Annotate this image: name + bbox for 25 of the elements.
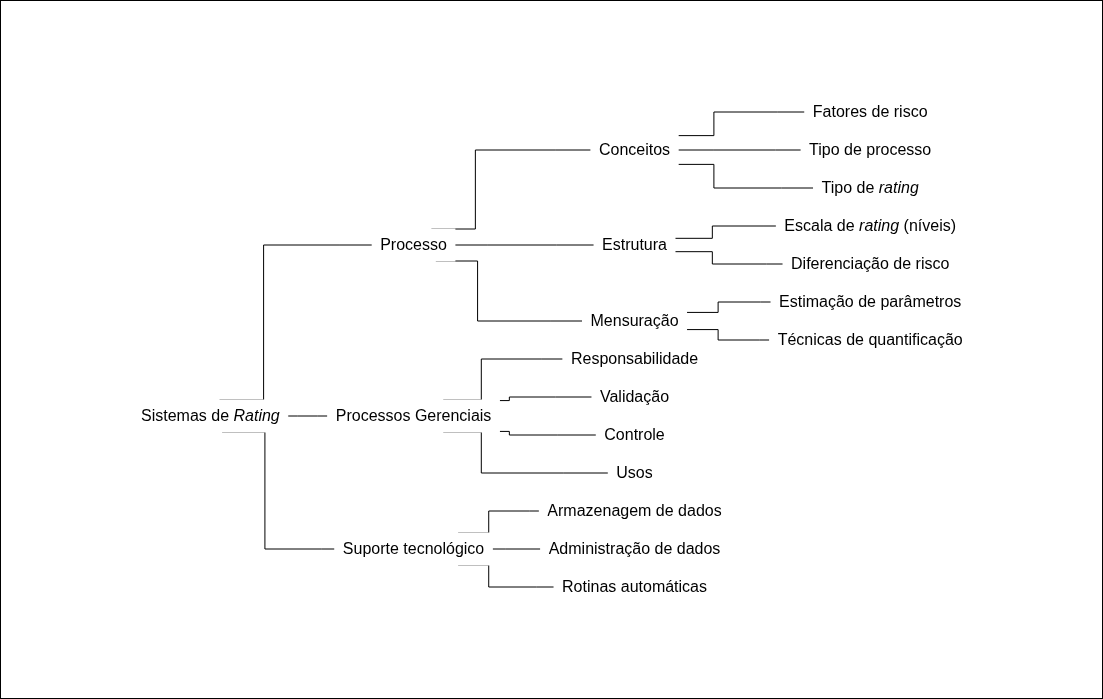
node-text: Escala de rating (níveis) — [784, 217, 956, 234]
node-text: Estrutura — [601, 236, 667, 253]
node-text: Armazenagem de dados — [547, 502, 722, 519]
node-text: Validação — [599, 388, 669, 405]
connector — [677, 111, 805, 137]
node-text: Administração de dados — [548, 540, 721, 557]
node-text: Tipo de rating — [821, 179, 919, 196]
node-text: Estimação de parâmetros — [778, 293, 961, 310]
node-text: Mensuração — [590, 312, 679, 329]
node-text: Técnicas de quantificação — [777, 331, 963, 348]
connector — [498, 396, 593, 402]
node-text: Controle — [603, 426, 665, 443]
connector — [677, 163, 814, 189]
node-text: Usos — [615, 464, 653, 481]
node-text: Responsabilidade — [570, 350, 698, 367]
connector — [685, 329, 770, 341]
connector — [674, 225, 777, 239]
node-text: Fatores de risco — [812, 103, 928, 120]
connector — [674, 251, 784, 265]
connector — [498, 430, 597, 436]
connector — [685, 301, 772, 313]
node-text: Diferenciação de risco — [790, 255, 949, 272]
node-text: Tipo de processo — [808, 141, 931, 158]
node-text: Rotinas automáticas — [561, 578, 707, 595]
node-text: Conceitos — [598, 141, 670, 158]
